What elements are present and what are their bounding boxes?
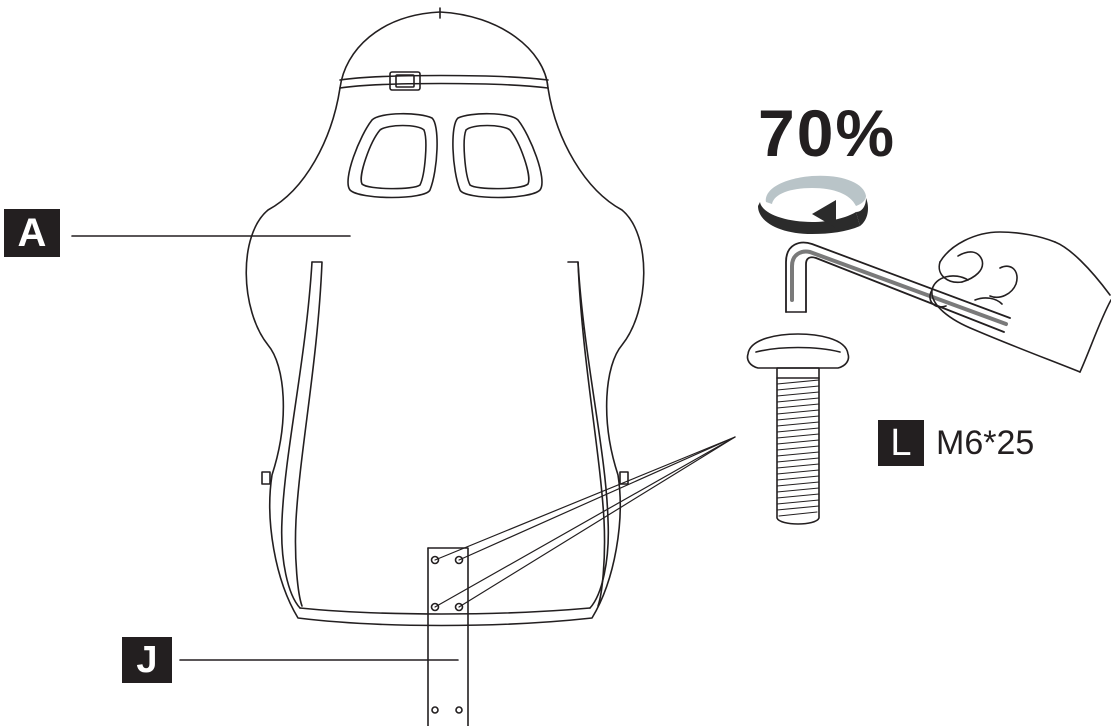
part-label-backrest: A [4,209,60,257]
allen-key-icon [785,241,1011,333]
screw-to-hole-lines [434,436,736,608]
torque-percentage: 70% [758,96,897,170]
bracket-illustration [427,547,469,726]
bolt-icon [746,333,850,525]
part-label-screw: L [878,420,924,466]
screw-specification: M6*25 [936,424,1035,462]
clockwise-rotation-arrow-icon [758,175,868,234]
backrest-illustration [245,7,645,627]
hand-icon [929,231,1111,373]
part-label-bracket: J [122,637,172,683]
